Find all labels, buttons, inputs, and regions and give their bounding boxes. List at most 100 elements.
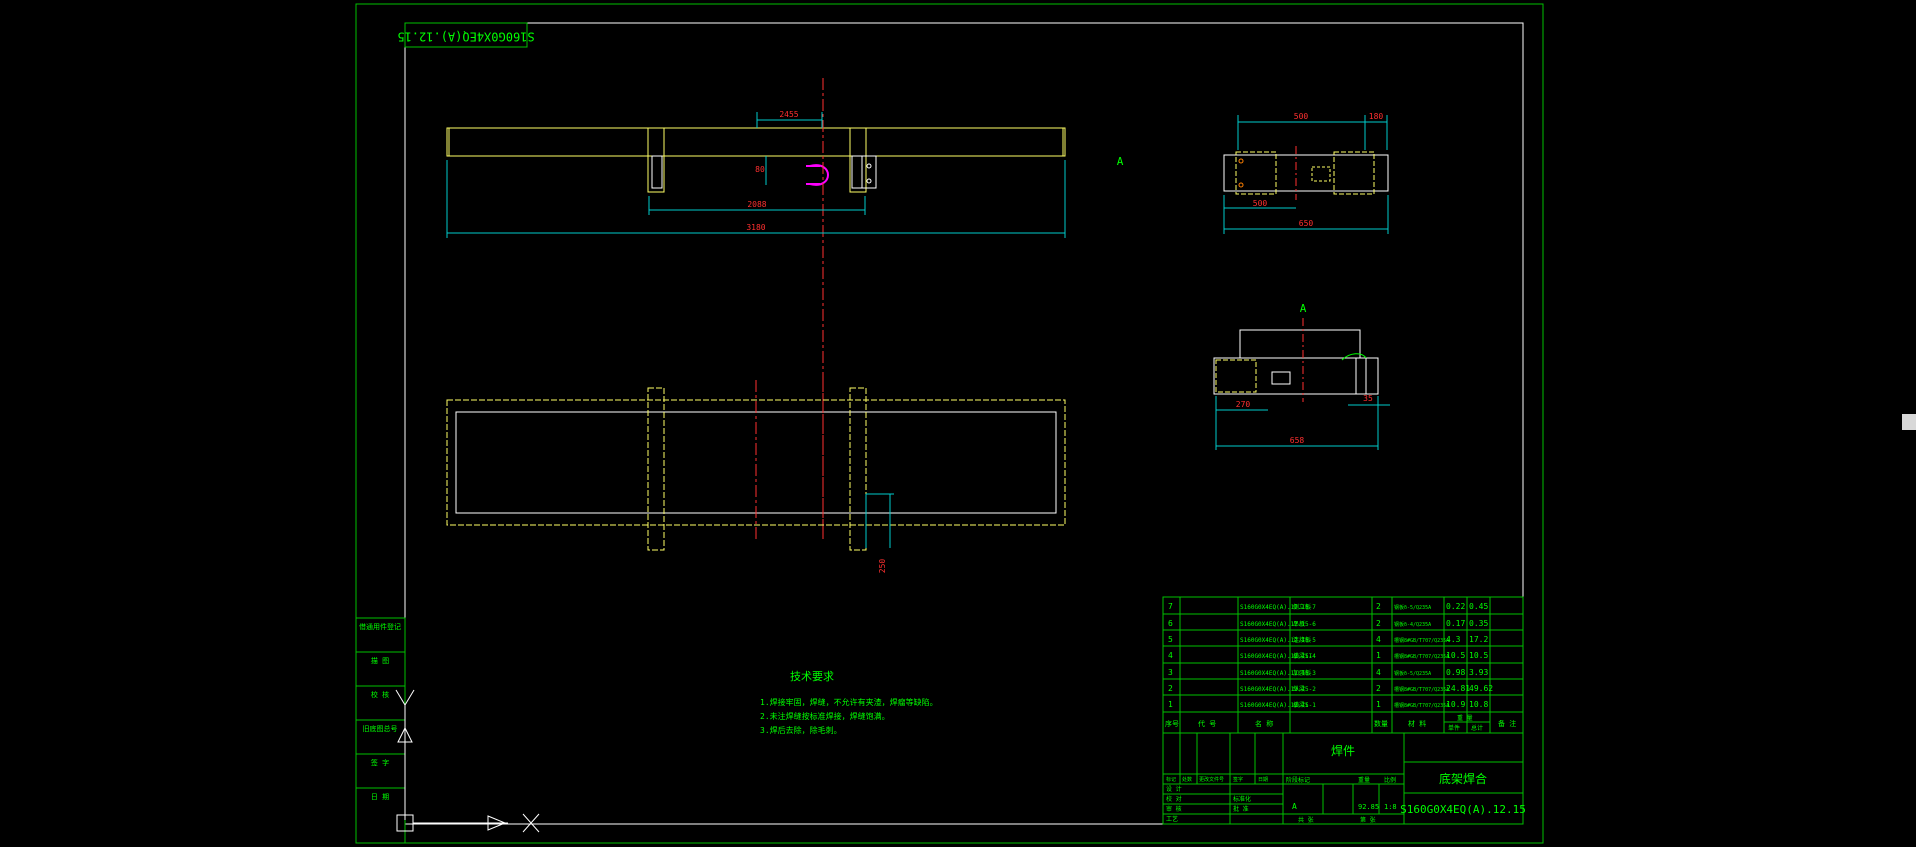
svg-text:钢板δ-5/Q235A: 钢板δ-5/Q235A	[1394, 604, 1431, 611]
svg-text:处数: 处数	[1182, 776, 1192, 783]
svg-text:0.35: 0.35	[1469, 619, 1488, 628]
svg-text:24.81: 24.81	[1446, 684, 1470, 693]
stage-mark: A	[1292, 802, 1297, 811]
stamp-label-1: 借通用件登记	[359, 622, 401, 631]
svg-text:总计: 总计	[1471, 724, 1483, 732]
svg-text:S160G0X4EQ(A).12.15-7: S160G0X4EQ(A).12.15-7	[1240, 604, 1316, 611]
ucs-icon[interactable]	[395, 689, 540, 833]
stamp-label-5: 签 字	[371, 758, 389, 767]
svg-text:审 核: 审 核	[1166, 805, 1182, 813]
front-view	[446, 78, 1066, 540]
stamp-label-2: 描 图	[371, 656, 389, 665]
side-view-top-dimensions	[1223, 115, 1389, 234]
svg-text:10.5: 10.5	[1446, 651, 1465, 660]
weight-value: 92.85	[1358, 803, 1379, 811]
svg-text:槽钢8#GB/T707/Q235A: 槽钢8#GB/T707/Q235A	[1394, 702, 1449, 709]
svg-text:10.8: 10.8	[1469, 700, 1488, 709]
svg-text:S160G0X4EQ(A).12.15: S160G0X4EQ(A).12.15	[397, 30, 534, 44]
title-block-grid	[1162, 732, 1524, 825]
tech-req-line-1: 1.焊接牢固，焊缝，不允许有夹渣，焊瘤等缺陷。	[760, 697, 938, 707]
svg-text:4: 4	[1168, 651, 1173, 660]
svg-text:17.2: 17.2	[1469, 635, 1488, 644]
svg-text:5: 5	[1168, 635, 1173, 644]
svg-text:横梁I: 横梁I	[1293, 701, 1309, 709]
svg-text:比例: 比例	[1384, 776, 1396, 784]
svg-text:代 号: 代 号	[1198, 719, 1216, 728]
svg-text:6: 6	[1168, 619, 1173, 628]
svg-text:0.22: 0.22	[1446, 602, 1465, 611]
outer-frame	[355, 3, 1544, 844]
svg-text:标记: 标记	[1166, 776, 1176, 783]
svg-text:2: 2	[1376, 684, 1381, 693]
svg-text:槽钢8#GB/T707/Q235A: 槽钢8#GB/T707/Q235A	[1394, 686, 1449, 693]
bom-header: 序号 代 号 名 称 数量 材 料 单件 总计 重 量 备 注	[1165, 714, 1516, 732]
svg-text:重 量: 重 量	[1457, 714, 1473, 722]
scale-value: 1:8	[1384, 803, 1397, 811]
dim-3180: 3180	[746, 223, 765, 232]
dim-2455: 2455	[779, 110, 798, 119]
dim-80: 80	[755, 165, 765, 174]
svg-text:S160G0X4EQ(A).12.15-4: S160G0X4EQ(A).12.15-4	[1240, 653, 1316, 660]
svg-text:1: 1	[1376, 700, 1381, 709]
svg-text:标准化: 标准化	[1233, 795, 1251, 803]
svg-text:0.45: 0.45	[1469, 602, 1488, 611]
section-view	[1213, 318, 1379, 402]
section-view-dimensions	[1215, 396, 1390, 450]
tech-req-title: 技术要求	[790, 670, 834, 683]
bom-row: 3 S160G0X4EQ(A).12.15-3 加强板 4 钢板δ-5/Q235…	[1168, 668, 1488, 677]
dim-650: 650	[1299, 219, 1314, 228]
bom-row: 2 S160G0X4EQ(A).12.15-2 纵梁 2 槽钢8#GB/T707…	[1168, 684, 1493, 693]
bom-row: 5 S160G0X4EQ(A).12.15-5 连接板 4 槽钢8#GB/T70…	[1168, 635, 1488, 644]
svg-text:备 注: 备 注	[1498, 719, 1516, 728]
svg-text:序号: 序号	[1165, 719, 1179, 728]
title-block: 焊件 底架焊合 S160G0X4EQ(A).12.15 A 92.85 1:8 …	[1166, 743, 1526, 824]
svg-text:名 称: 名 称	[1255, 719, 1273, 728]
tech-req-line-3: 3.焊后去除，除毛刺。	[760, 725, 842, 735]
svg-text:钢板δ-5/Q235A: 钢板δ-5/Q235A	[1394, 670, 1431, 677]
stamp-label-3: 校 核	[371, 690, 389, 699]
svg-text:4: 4	[1376, 668, 1381, 677]
svg-text:3.93: 3.93	[1469, 668, 1488, 677]
stamp-label-6: 日 期	[371, 793, 389, 801]
side-view-top	[1223, 146, 1389, 200]
view-label-a-side: A	[1300, 302, 1307, 315]
dim-270: 270	[1236, 400, 1251, 409]
stamp-label-4: 旧底图总号	[363, 724, 398, 733]
dim-658: 658	[1290, 436, 1305, 445]
svg-text:连接板: 连接板	[1293, 636, 1311, 644]
svg-text:S160G0X4EQ(A).12.15-5: S160G0X4EQ(A).12.15-5	[1240, 637, 1316, 644]
dim-35: 35	[1363, 394, 1373, 403]
svg-text:0.17: 0.17	[1446, 619, 1465, 628]
svg-text:共 张: 共 张	[1298, 816, 1314, 824]
svg-text:3: 3	[1168, 668, 1173, 677]
dim-500b: 500	[1253, 199, 1268, 208]
dim-500: 500	[1294, 112, 1309, 121]
svg-text:槽钢8#GB/T707/Q235A: 槽钢8#GB/T707/Q235A	[1394, 653, 1449, 660]
svg-text:校 对: 校 对	[1166, 795, 1182, 803]
bom-row: 6 S160G0X4EQ(A).12.15-6 吊板 2 钢板δ-4/Q235A…	[1168, 619, 1488, 628]
svg-text:2: 2	[1168, 684, 1173, 693]
svg-text:2: 2	[1376, 602, 1381, 611]
svg-text:侧立板: 侧立板	[1293, 603, 1311, 611]
svg-text:0.98: 0.98	[1446, 668, 1465, 677]
bom-row: 1 S160G0X4EQ(A).12.15-1 横梁I 1 槽钢8#GB/T70…	[1168, 700, 1488, 709]
svg-text:吊板: 吊板	[1293, 620, 1305, 628]
dim-180: 180	[1369, 112, 1384, 121]
part-type: 焊件	[1331, 743, 1355, 758]
svg-text:4.3: 4.3	[1446, 635, 1461, 644]
svg-text:日期: 日期	[1258, 777, 1268, 783]
top-view	[446, 380, 1066, 551]
bom-table-grid	[1162, 596, 1524, 734]
svg-text:10.9: 10.9	[1446, 700, 1465, 709]
top-view-dimensions	[865, 493, 894, 548]
vertical-scrollbar-thumb[interactable]	[1902, 414, 1916, 430]
svg-text:S160G0X4EQ(A).12.15-3: S160G0X4EQ(A).12.15-3	[1240, 670, 1316, 677]
svg-text:钢板δ-4/Q235A: 钢板δ-4/Q235A	[1394, 621, 1431, 628]
svg-text:工艺: 工艺	[1166, 815, 1178, 823]
part-name: 底架焊合	[1439, 771, 1487, 786]
svg-text:槽钢8#GB/T707/Q235A: 槽钢8#GB/T707/Q235A	[1394, 637, 1449, 644]
bom-row: 7 S160G0X4EQ(A).12.15-7 侧立板 2 钢板δ-5/Q235…	[1168, 602, 1488, 611]
inner-frame	[404, 22, 1524, 825]
svg-text:批 准: 批 准	[1233, 805, 1249, 813]
